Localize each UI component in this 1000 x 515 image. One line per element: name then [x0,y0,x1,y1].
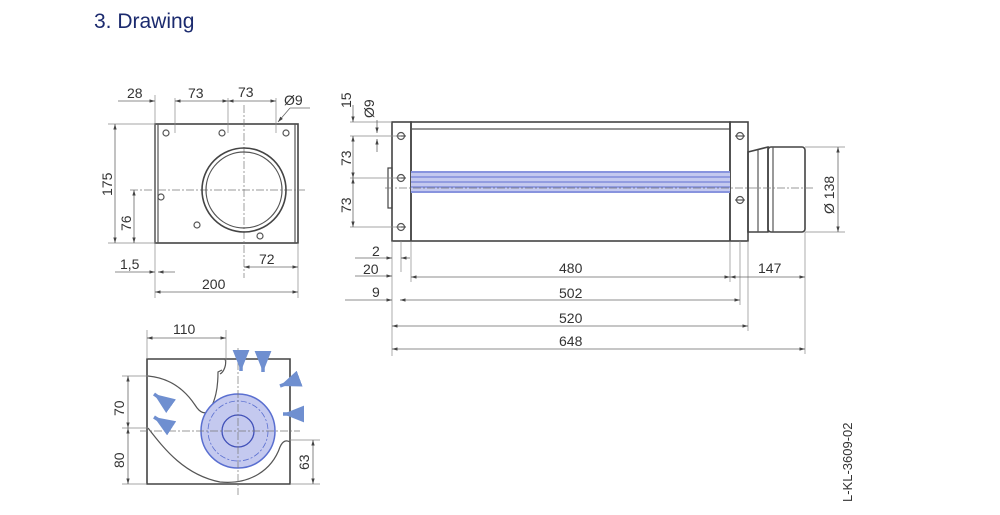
front-plate-outline [154,123,299,244]
dim-hole-diameter: Ø9 [284,92,303,108]
dim-520: 520 [559,310,583,326]
dim-side-hole-diameter: Ø9 [361,99,377,118]
dim-502: 502 [559,285,583,301]
motor [747,145,806,233]
dim-147: 147 [758,260,782,276]
dim-1-5: 1,5 [120,256,140,272]
dim-73-right: 73 [238,84,254,100]
dim-28: 28 [127,85,143,101]
dim-175: 175 [99,172,115,196]
dim-648: 648 [559,333,583,349]
dim-110: 110 [173,321,196,337]
dim-motor-diameter: Ø 138 [821,176,837,214]
section-view: 110 70 80 63 [111,321,320,495]
drawing-id: L-KL-3609-02 [840,423,855,503]
dim-2: 2 [372,243,380,259]
dim-63: 63 [296,454,312,470]
airflow-arrows [152,350,304,436]
dim-20: 20 [363,261,379,277]
dim-480: 480 [559,260,583,276]
dim-70: 70 [111,400,127,416]
outlet-circle [201,147,287,233]
dim-9: 9 [372,284,380,300]
dim-72: 72 [259,251,275,267]
dim-73-left: 73 [188,85,204,101]
dim-73-upper: 73 [338,150,354,166]
side-view: 15 Ø9 73 73 2 20 9 480 147 502 520 648 Ø… [338,92,845,356]
dim-80: 80 [111,452,127,468]
dim-15: 15 [338,92,354,108]
section-title: 3. Drawing [94,10,195,33]
dim-76: 76 [118,215,134,231]
front-view: 28 73 73 Ø9 175 76 1,5 72 200 [99,84,310,298]
dim-73-lower: 73 [338,197,354,213]
mounting-holes [157,129,290,240]
dim-200: 200 [202,276,226,292]
